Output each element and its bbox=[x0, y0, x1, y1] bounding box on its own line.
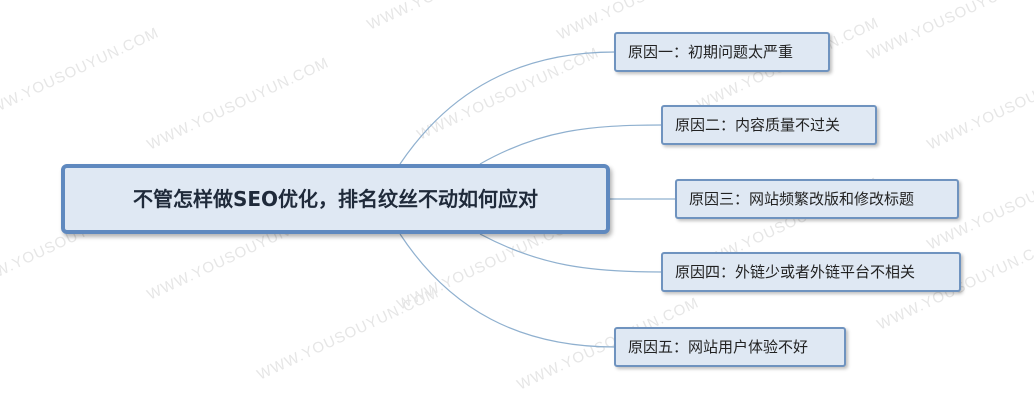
watermark-text: WWW.YOUSOUYUN.COM bbox=[145, 54, 332, 153]
connector-branch-2 bbox=[479, 124, 663, 165]
branch-topic-3[interactable]: 原因三：网站频繁改版和修改标题 bbox=[675, 179, 959, 219]
branch-topic-5[interactable]: 原因五：网站用户体验不好 bbox=[614, 327, 846, 367]
connector-layer bbox=[399, 51, 676, 348]
root-topic[interactable]: 不管怎样做SEO优化，排名纹丝不动如何应对 bbox=[61, 164, 610, 234]
connector-branch-4 bbox=[479, 233, 663, 273]
watermark-text: WWW.YOUSOUYUN.COM bbox=[365, 0, 552, 34]
watermark-text: WWW.YOUSOUYUN.COM bbox=[925, 54, 1034, 153]
watermark-text: WWW.YOUSOUYUN.COM bbox=[415, 44, 602, 143]
branch-topic-2[interactable]: 原因二：内容质量不过关 bbox=[661, 105, 877, 145]
connector-branch-1 bbox=[399, 51, 616, 165]
branch-topic-1[interactable]: 原因一：初期问题太严重 bbox=[614, 32, 830, 72]
connector-branch-5 bbox=[399, 233, 616, 348]
watermark-text: WWW.YOUSOUYUN.COM bbox=[0, 24, 162, 123]
watermark-text: WWW.YOUSOUYUN.COM bbox=[865, 0, 1034, 64]
branch-topic-4[interactable]: 原因四：外链少或者外链平台不相关 bbox=[661, 252, 961, 292]
